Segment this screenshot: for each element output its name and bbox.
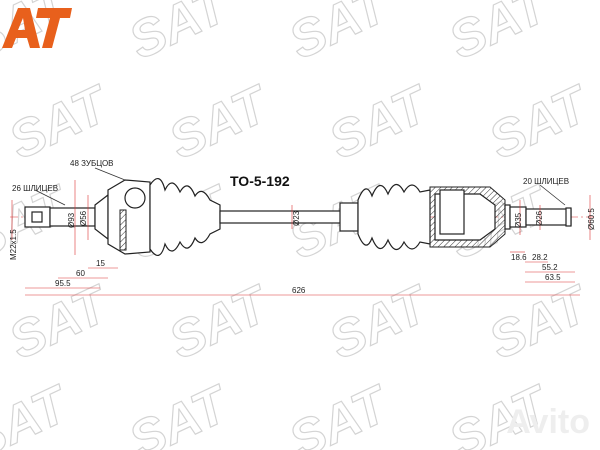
length-63-5: 63.5 bbox=[545, 273, 561, 282]
sat-watermark: SAT bbox=[161, 74, 280, 171]
length-28-2: 28.2 bbox=[532, 253, 548, 262]
teeth-label: 48 ЗУБЦОВ bbox=[70, 159, 114, 168]
sat-watermark: SAT bbox=[321, 74, 440, 171]
sat-watermark: SAT bbox=[121, 0, 240, 71]
inner-boot bbox=[339, 183, 431, 251]
length-95-5: 95.5 bbox=[55, 279, 71, 288]
sat-watermark: SAT bbox=[281, 0, 400, 71]
length-60: 60 bbox=[76, 269, 85, 278]
inner-tripod-joint bbox=[429, 186, 572, 248]
thread-label: M22x1.5 bbox=[9, 229, 18, 260]
splines-right-label: 20 ШЛИЦЕВ bbox=[523, 177, 569, 186]
length-15: 15 bbox=[96, 259, 105, 268]
avito-watermark: Avito bbox=[506, 403, 590, 441]
diameter-35: Ø35 bbox=[514, 212, 523, 228]
sat-watermark: SAT bbox=[321, 274, 440, 371]
at-logo bbox=[2, 8, 72, 48]
diameter-60-5: Ø60.5 bbox=[587, 208, 596, 230]
dimension-lines bbox=[11, 167, 591, 296]
diameter-23: Ø23 bbox=[292, 210, 301, 226]
diameter-93: Ø93 bbox=[67, 212, 76, 228]
part-number: TO-5-192 bbox=[230, 173, 290, 189]
sat-watermark: SAT bbox=[1, 74, 120, 171]
diameter-56: Ø56 bbox=[79, 210, 88, 226]
outer-cv-joint bbox=[24, 179, 151, 255]
sat-watermark: SAT bbox=[161, 274, 280, 371]
diameter-26: Ø26 bbox=[535, 210, 544, 226]
length-18-6: 18.6 bbox=[511, 253, 527, 262]
sat-watermark: SAT bbox=[281, 374, 400, 450]
length-626: 626 bbox=[292, 286, 306, 295]
sat-watermark: SAT bbox=[441, 0, 560, 71]
shaft bbox=[219, 210, 346, 224]
outer-boot bbox=[149, 178, 221, 256]
sat-watermark: SAT bbox=[121, 374, 240, 450]
sat-watermark: SAT bbox=[1, 274, 120, 371]
sat-watermark: SAT bbox=[481, 274, 600, 371]
length-55-2: 55.2 bbox=[542, 263, 558, 272]
splines-left-label: 26 ШЛИЦЕВ bbox=[12, 184, 58, 193]
sat-watermark: SAT bbox=[0, 374, 80, 450]
sat-watermark: SAT bbox=[481, 74, 600, 171]
